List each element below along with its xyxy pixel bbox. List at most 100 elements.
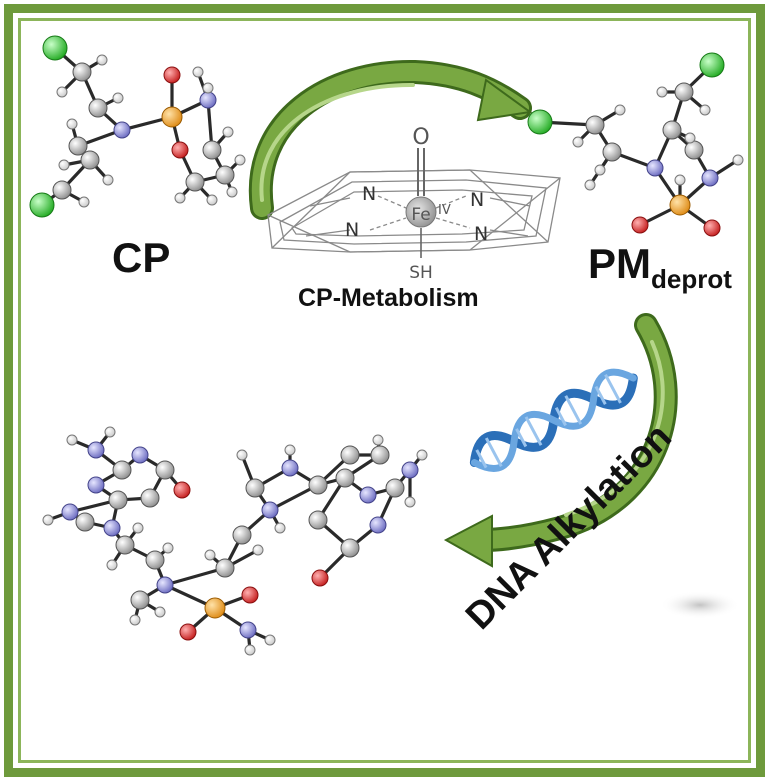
metabolism-label: CP-Metabolism: [298, 284, 479, 312]
oxygen-atom: [631, 216, 649, 234]
hydrogen-atom: [416, 449, 428, 461]
nitrogen-atom: [646, 159, 664, 177]
hydrogen-atom: [192, 66, 204, 78]
hydrogen-atom: [264, 634, 276, 646]
outer-frame: [4, 4, 765, 777]
hydrogen-atom: [404, 496, 416, 508]
carbon-atom: [308, 475, 328, 495]
nitrogen-atom: [131, 446, 149, 464]
thiolate-label: SH: [409, 263, 433, 283]
oxygen-atom: [241, 586, 259, 604]
nitrogen-atom: [87, 476, 105, 494]
nitrogen-atom: [369, 516, 387, 534]
carbon-atom: [185, 172, 205, 192]
hydrogen-atom: [204, 549, 216, 561]
nitrogen-atom: [281, 459, 299, 477]
carbon-atom: [684, 140, 704, 160]
iron-label: Fe: [411, 205, 430, 225]
hydrogen-atom: [174, 192, 186, 204]
hydrogen-atom: [584, 179, 596, 191]
carbon-atom: [112, 460, 132, 480]
hydrogen-atom: [42, 514, 54, 526]
chlorine-atom: [699, 52, 725, 78]
carbon-atom: [232, 525, 252, 545]
hydrogen-atom: [112, 92, 124, 104]
nitrogen-atom: [113, 121, 131, 139]
carbon-atom: [202, 140, 222, 160]
hydrogen-atom: [234, 154, 246, 166]
carbon-atom: [674, 82, 694, 102]
hydrogen-atom: [684, 132, 696, 144]
pm-deprot-label: PMdeprot: [588, 240, 732, 294]
hydrogen-atom: [66, 434, 78, 446]
oxygen-atom: [163, 66, 181, 84]
nitrogen-label-3: N: [345, 219, 359, 241]
hydrogen-atom: [132, 522, 144, 534]
hydrogen-atom: [129, 614, 141, 626]
hydrogen-atom: [656, 86, 668, 98]
molecule-cyclophosphamide: [29, 35, 246, 218]
carbon-atom: [340, 445, 360, 465]
carbon-atom: [108, 490, 128, 510]
hydrogen-atom: [614, 104, 626, 116]
hydrogen-atom: [154, 606, 166, 618]
carbon-atom: [80, 150, 100, 170]
chlorine-atom: [527, 109, 553, 135]
chemical-bond: [163, 566, 227, 587]
hydrogen-atom: [56, 86, 68, 98]
nitrogen-atom: [87, 441, 105, 459]
carbon-atom: [215, 558, 235, 578]
metabolism-arrow: [248, 59, 533, 220]
nitrogen-atom: [156, 576, 174, 594]
carbon-atom: [130, 590, 150, 610]
nitrogen-atom: [701, 169, 719, 187]
oxygen-atom: [179, 623, 197, 641]
carbon-atom: [335, 468, 355, 488]
phosphorus-atom: [204, 597, 226, 619]
hydrogen-atom: [222, 126, 234, 138]
carbon-atom: [140, 488, 160, 508]
hydrogen-atom: [732, 154, 744, 166]
heme-porphyrin-diagram: [267, 148, 561, 258]
hydrogen-atom: [102, 174, 114, 186]
oxygen-atom: [173, 481, 191, 499]
hydrogen-atom: [66, 118, 78, 130]
nitrogen-label-2: N: [470, 189, 484, 211]
hydrogen-atom: [202, 82, 214, 94]
phosphorus-atom: [161, 106, 183, 128]
hydrogen-atom: [284, 444, 296, 456]
carbon-atom: [245, 478, 265, 498]
hydrogen-atom: [96, 54, 108, 66]
heme-atom-labels: O Fe IV N N N N SH: [345, 125, 488, 283]
nitrogen-atom: [261, 501, 279, 519]
carbon-atom: [75, 512, 95, 532]
carbon-atom: [308, 510, 328, 530]
hydrogen-atom: [162, 542, 174, 554]
chlorine-atom: [29, 192, 55, 218]
carbon-atom: [602, 142, 622, 162]
hydrogen-atom: [252, 544, 264, 556]
nitrogen-atom: [103, 519, 121, 537]
carbon-atom: [115, 535, 135, 555]
oxygen-atom: [311, 569, 329, 587]
hydrogen-atom: [106, 559, 118, 571]
carbon-atom: [215, 165, 235, 185]
carbon-atom: [385, 478, 405, 498]
carbon-atom: [72, 62, 92, 82]
molecule-phosphoramide-mustard: [527, 52, 744, 237]
carbon-atom: [662, 120, 682, 140]
carbon-atom: [145, 550, 165, 570]
carbon-atom: [88, 98, 108, 118]
cp-label: CP: [112, 234, 171, 281]
oxo-label: O: [412, 125, 429, 150]
hydrogen-atom: [236, 449, 248, 461]
inner-frame: [18, 18, 751, 763]
carbon-atom: [340, 538, 360, 558]
molecule-dna-crosslink-adduct: [42, 426, 428, 656]
carbon-atom: [370, 445, 390, 465]
carbon-atom: [585, 115, 605, 135]
hydrogen-atom: [226, 186, 238, 198]
hydrogen-atom: [572, 136, 584, 148]
oxygen-atom: [171, 141, 189, 159]
